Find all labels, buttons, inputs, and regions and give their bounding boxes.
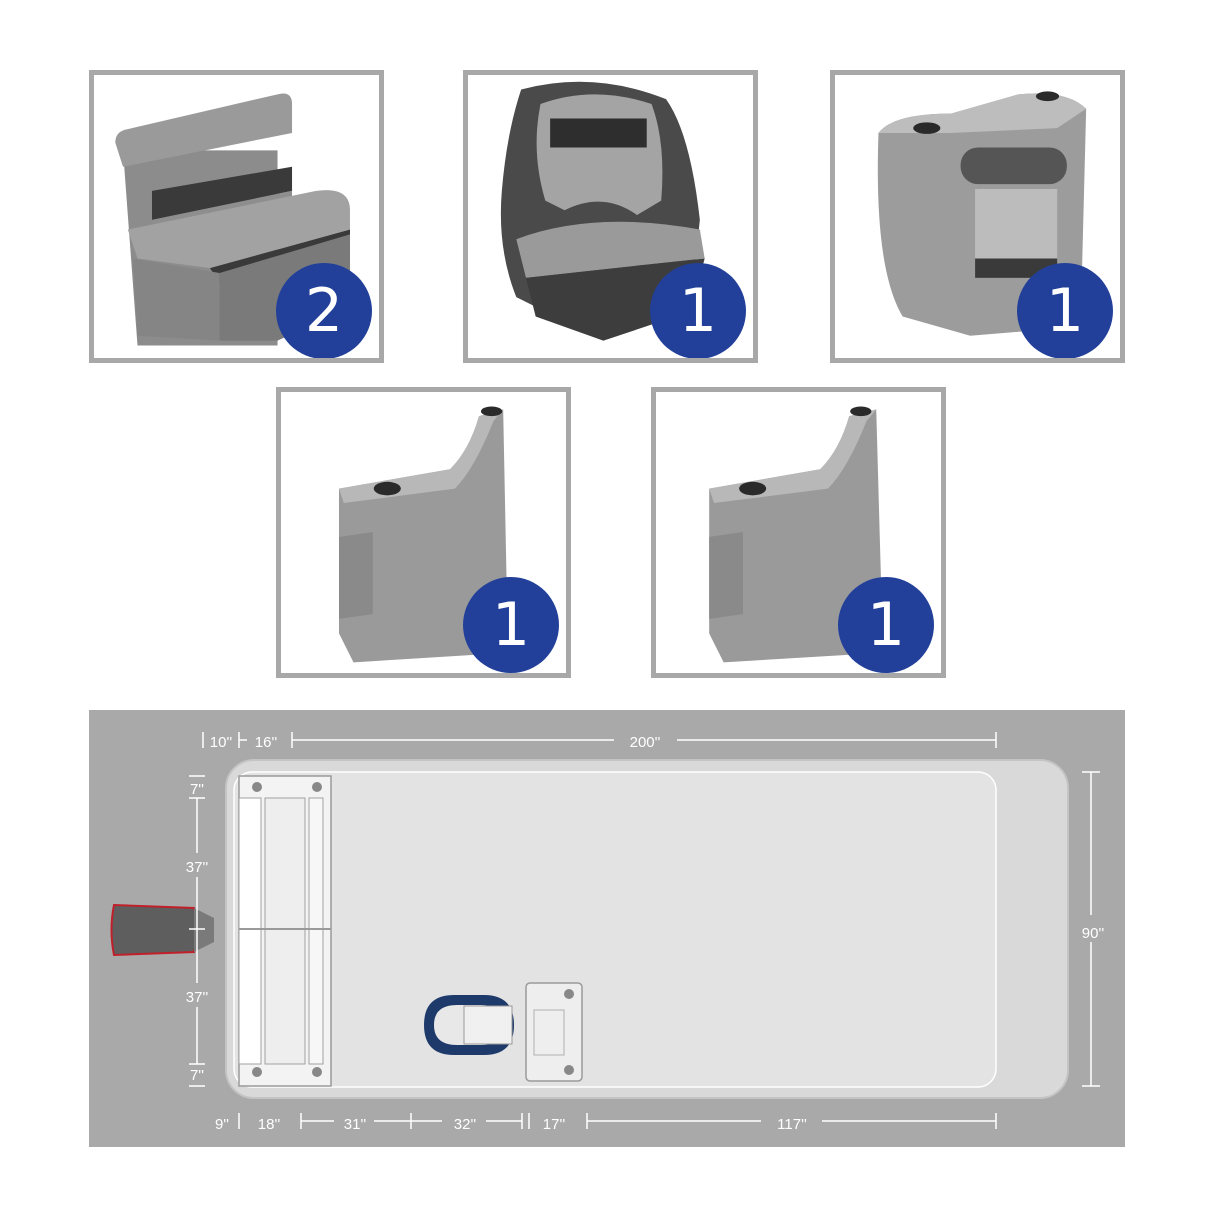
left-dim-3: 37'' [186,989,209,1006]
bench-seat-layout [238,775,332,1087]
quantity-badge: 1 [463,577,559,673]
product-card-console[interactable]: 1 [830,70,1125,363]
top-dim-1: 10'' [210,734,233,751]
quantity-badge: 2 [276,263,372,358]
left-dim-1: 7'' [190,781,204,798]
bottom-dim-2: 18'' [258,1116,281,1133]
left-dim-2: 37'' [186,859,209,876]
armrest-left-image [339,406,508,663]
right-dimensions [1082,771,1100,1087]
outboard-motor [110,903,214,957]
quantity-badge: 1 [838,577,934,673]
bottom-dim-3: 31'' [344,1116,367,1133]
quantity-badge: 1 [1017,263,1113,358]
product-card-bench-seat[interactable]: 2 [89,70,384,363]
bottom-dim-1: 9'' [215,1116,229,1133]
armrest-right-image [709,406,883,663]
left-dim-4: 7'' [190,1067,204,1084]
bottom-dim-5: 17'' [543,1116,566,1133]
bottom-dim-4: 32'' [454,1116,477,1133]
top-dim-2: 16'' [255,734,278,751]
top-dimensions [202,732,997,748]
right-dim-1: 90'' [1082,925,1105,942]
product-card-captains-chair[interactable]: 1 [463,70,758,363]
boat-layout-diagram: 10'' 16'' 200'' 7'' 37'' 37'' 7'' 90'' [89,710,1125,1147]
product-card-armrest-left[interactable]: 1 [276,387,571,678]
bottom-dimensions [238,1113,997,1129]
left-dimensions [189,775,205,1087]
product-card-armrest-right[interactable]: 1 [651,387,946,678]
top-dim-3: 200'' [630,734,661,751]
bottom-dim-6: 117'' [777,1116,807,1133]
console-layout [525,982,583,1082]
captains-chair-layout [424,995,514,1055]
quantity-badge: 1 [650,263,746,358]
